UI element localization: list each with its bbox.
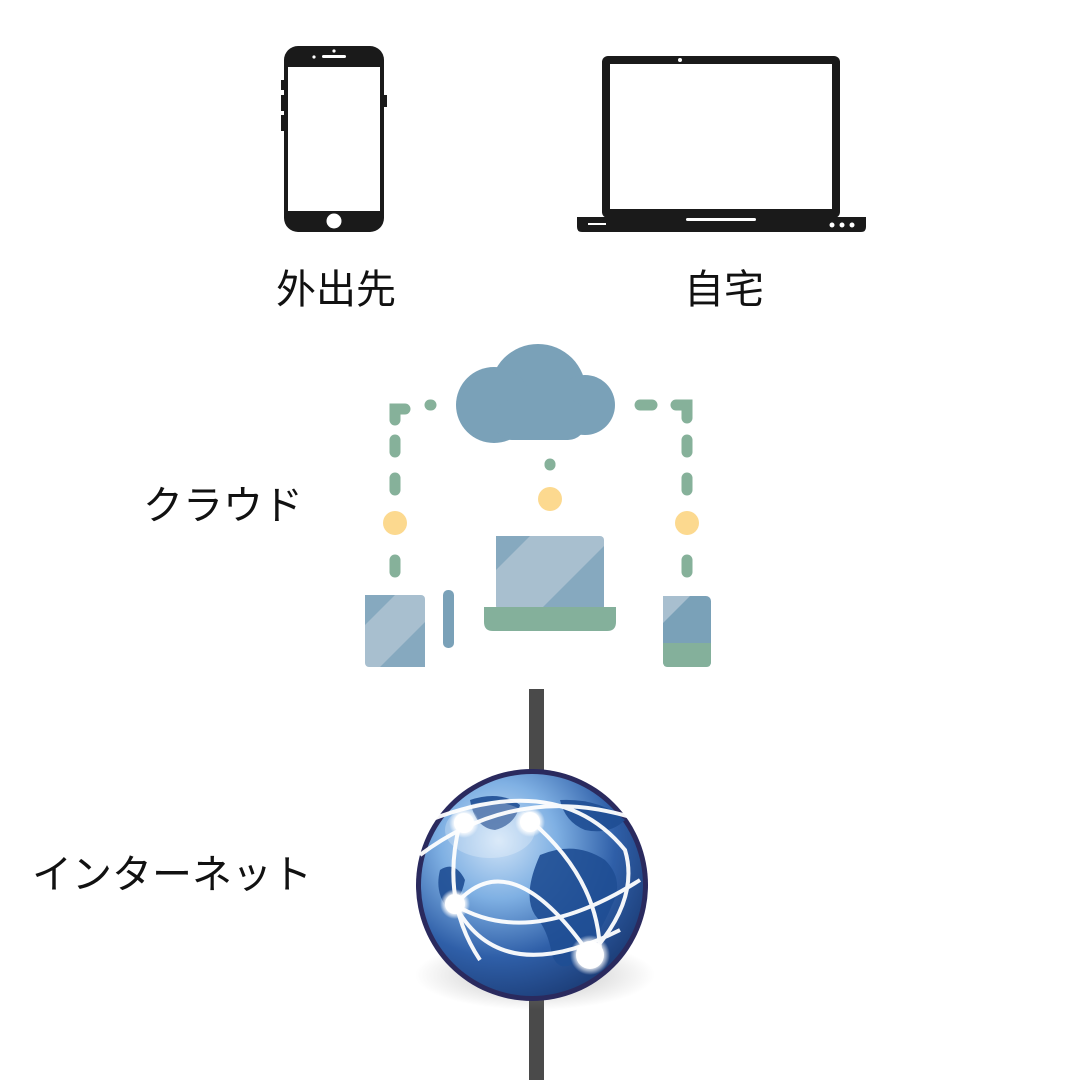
laptop-icon [577,56,866,232]
laptop-label: 自宅 [684,267,764,313]
internet-globe-illustration [415,689,655,1080]
data-dots [383,487,699,535]
cloud-laptop-icon [484,536,616,631]
cloud-label: クラウド [143,483,303,529]
cloud-network-illustration [365,344,711,667]
cloud-icon [456,344,615,443]
internet-label: インターネット [32,852,312,898]
dashed-connectors [389,399,693,578]
cloud-stylus-icon [443,590,454,648]
network-nodes [440,807,610,975]
smartphone-icon [281,46,387,232]
cloud-phone-icon [663,596,711,667]
cloud-tablet-icon [365,595,425,667]
phone-label: 外出先 [276,267,396,313]
